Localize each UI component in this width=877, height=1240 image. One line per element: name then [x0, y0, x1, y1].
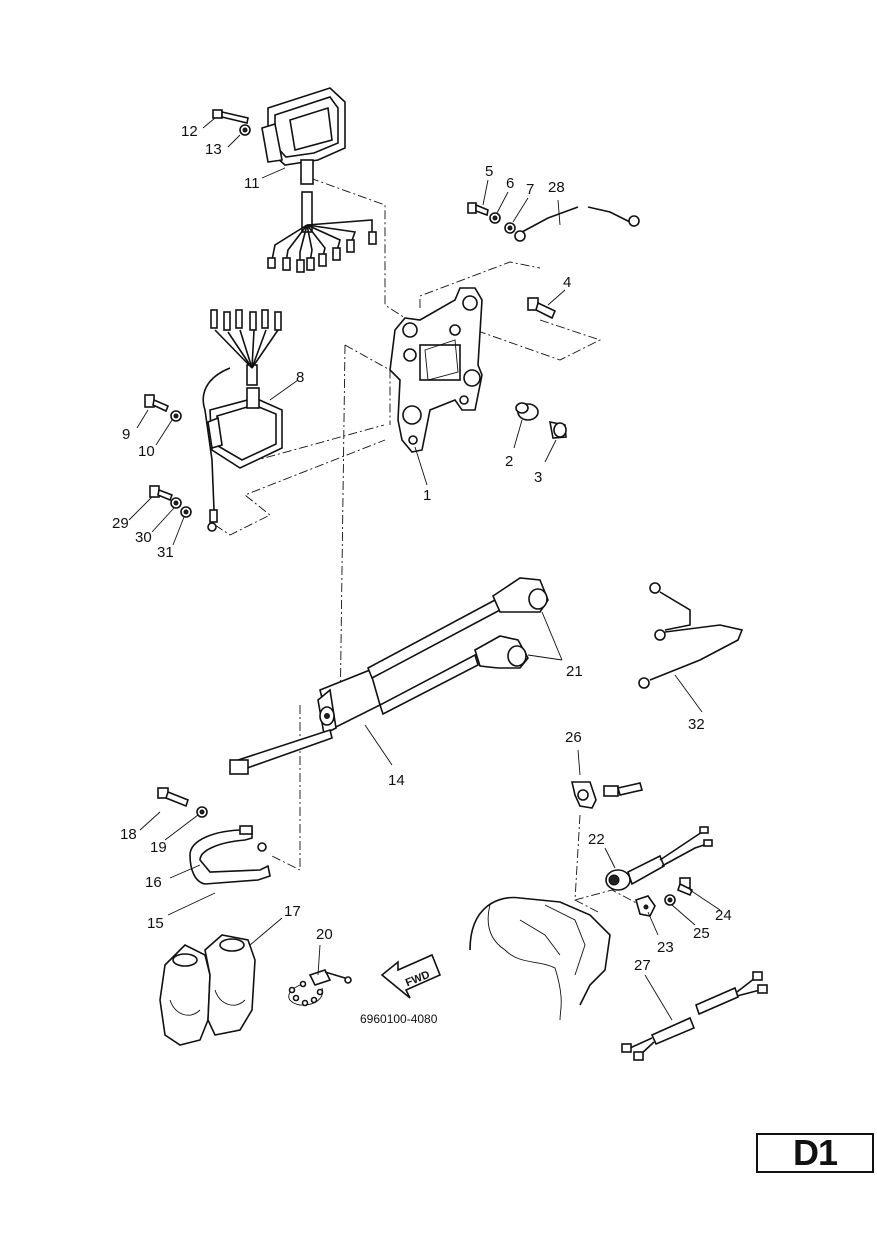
label-21: 21 — [566, 663, 583, 680]
label-20: 20 — [316, 926, 333, 943]
label-23: 23 — [657, 939, 674, 956]
label-5: 5 — [485, 163, 493, 180]
bolt-12 — [212, 109, 249, 124]
label-2: 2 — [505, 453, 513, 470]
bolt-24 — [677, 877, 694, 897]
cdi-unit — [261, 87, 377, 273]
bolt-18 — [157, 787, 189, 808]
sensor-22 — [605, 826, 713, 891]
label-24: 24 — [715, 907, 732, 924]
chain-20 — [288, 969, 352, 1007]
label-3: 3 — [534, 469, 542, 486]
label-26: 26 — [565, 729, 582, 746]
washer-25 — [664, 894, 676, 906]
clamp-26 — [570, 781, 644, 809]
label-19: 19 — [150, 839, 167, 856]
part-number-labels: 1 2 3 4 5 6 7 8 9 10 11 12 13 14 15 16 1… — [112, 123, 732, 974]
bolt-5 — [467, 202, 489, 217]
assembly-guide-lines — [214, 177, 641, 913]
fwd-arrow-icon: FWD — [380, 953, 442, 999]
washer-13 — [239, 124, 251, 136]
reference-code: 6960100-4080 — [360, 1012, 438, 1026]
band-16 — [189, 825, 271, 885]
label-4: 4 — [563, 274, 571, 291]
rectifier-8 — [202, 309, 283, 532]
washer-19 — [196, 806, 208, 818]
label-16: 16 — [145, 874, 162, 891]
leader-lines — [128, 117, 721, 1021]
grommet-2 — [515, 402, 539, 421]
label-9: 9 — [122, 426, 130, 443]
washer-6 — [489, 212, 501, 224]
bolt-9 — [144, 394, 170, 413]
label-8: 8 — [296, 369, 304, 386]
label-18: 18 — [120, 826, 137, 843]
label-1: 1 — [423, 487, 431, 504]
washer-31 — [180, 506, 192, 518]
label-17: 17 — [284, 903, 301, 920]
ground-lead-28 — [514, 206, 640, 242]
washer-10 — [170, 410, 182, 422]
label-11: 11 — [244, 175, 260, 192]
label-14: 14 — [388, 772, 405, 789]
bolt-4 — [527, 297, 557, 320]
page-badge: D1 — [756, 1132, 874, 1173]
clip-23 — [635, 895, 656, 917]
label-12: 12 — [181, 123, 198, 140]
label-22: 22 — [588, 831, 605, 848]
cover-17 — [159, 934, 256, 1046]
bracket-plate — [389, 287, 483, 453]
label-32: 32 — [688, 716, 705, 733]
label-30: 30 — [135, 529, 152, 546]
washer-7 — [504, 222, 516, 234]
lower-casing — [469, 896, 611, 1021]
label-10: 10 — [138, 443, 155, 460]
label-25: 25 — [693, 925, 710, 942]
label-31: 31 — [157, 544, 174, 561]
label-28: 28 — [548, 179, 565, 196]
label-27: 27 — [634, 957, 651, 974]
label-13: 13 — [205, 141, 222, 158]
label-6: 6 — [506, 175, 514, 192]
high-tension-cords-21 — [366, 577, 549, 716]
collar-3 — [548, 420, 567, 439]
harness-27 — [621, 971, 768, 1061]
label-29: 29 — [112, 515, 129, 532]
label-15: 15 — [147, 915, 164, 932]
washer-30 — [170, 497, 182, 509]
ignition-coil-14 — [229, 668, 381, 775]
label-7: 7 — [526, 181, 534, 198]
bolt-29 — [149, 485, 174, 502]
battery-lead-32 — [638, 582, 744, 689]
